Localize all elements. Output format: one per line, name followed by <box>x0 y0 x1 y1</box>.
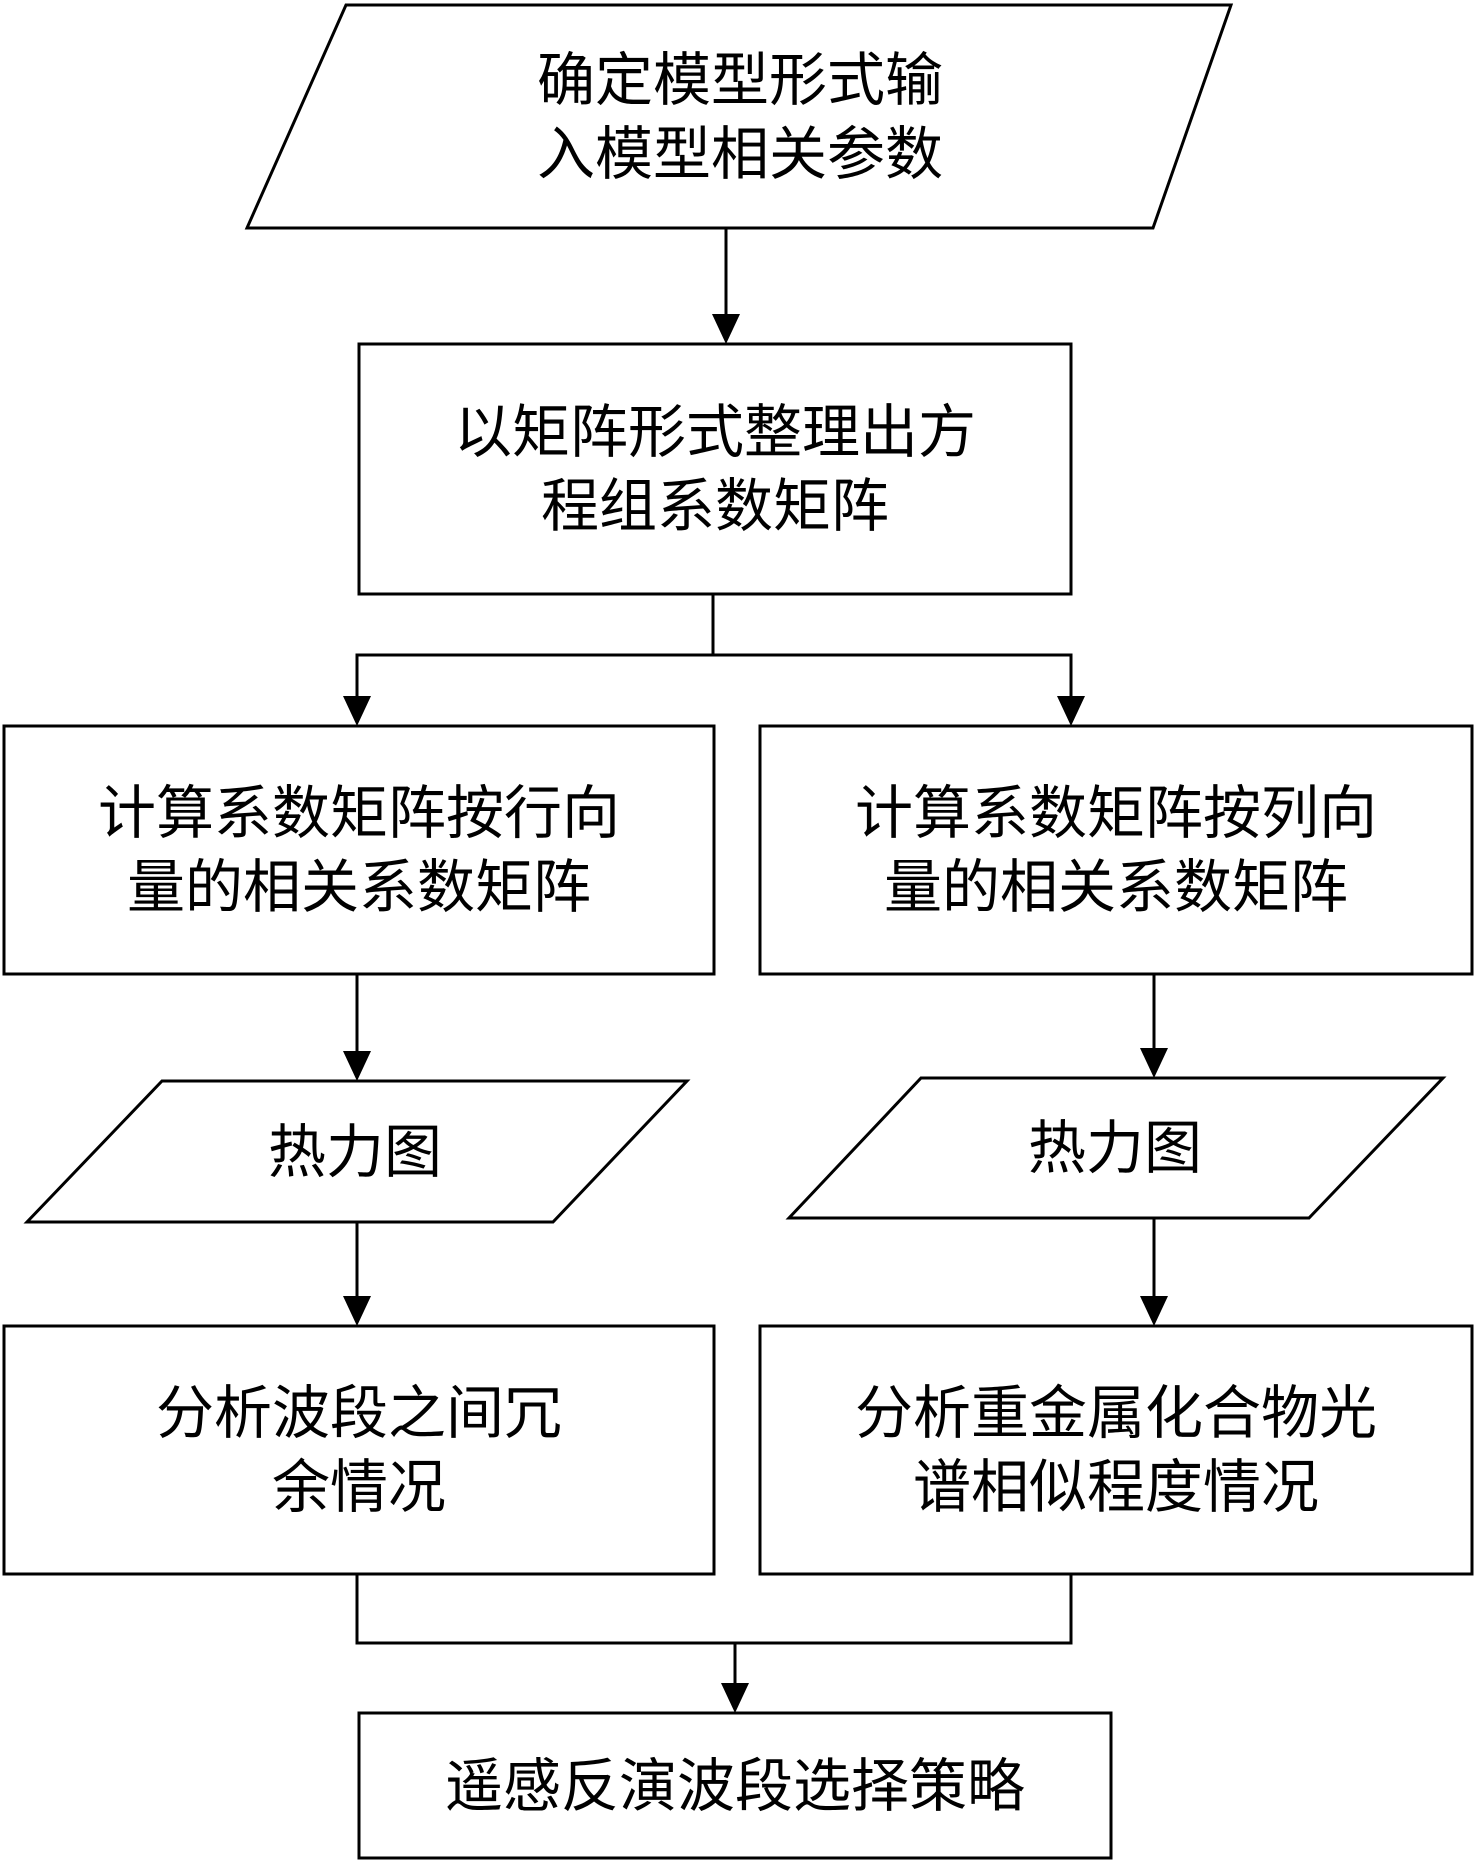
connector-matrix-split <box>355 594 715 698</box>
heatmap-right-parallelogram <box>785 1076 1447 1220</box>
row-corr-process-box <box>2 724 716 976</box>
band-redundancy-line-2: 余情况 <box>271 1453 446 1521</box>
row-corr-label: 计算系数矩阵按行向 量的相关系数矩阵 <box>4 726 714 974</box>
band-redundancy-box <box>2 1324 716 1576</box>
arrowhead-selection <box>721 1683 749 1713</box>
arrowhead-redundancy <box>343 1296 371 1326</box>
heatmap-left-parallelogram <box>23 1079 691 1224</box>
row-corr-line-2: 量的相关系数矩阵 <box>126 853 591 921</box>
input-params-line-2: 入模型相关参数 <box>536 119 943 188</box>
matrix-line-2: 程组系数矩阵 <box>540 472 889 540</box>
spectral-similarity-box <box>758 1324 1474 1576</box>
matrix-process-box <box>357 342 1073 596</box>
spectral-similarity-line-1: 分析重金属化合物光 <box>854 1379 1377 1447</box>
arrowhead-matrix <box>712 314 740 344</box>
heatmap-right-label: 热力图 <box>880 1078 1350 1218</box>
arrowhead-row-corr <box>343 696 371 726</box>
heatmap-left-text: 热力图 <box>267 1117 442 1186</box>
arrowhead-similarity <box>1140 1296 1168 1326</box>
col-corr-line-2: 量的相关系数矩阵 <box>883 853 1348 921</box>
input-params-parallelogram <box>244 3 1234 230</box>
matrix-label: 以矩阵形式整理出方 程组系数矩阵 <box>359 344 1071 594</box>
input-params-label: 确定模型形式输 入模型相关参数 <box>290 5 1190 228</box>
row-corr-line-1: 计算系数矩阵按行向 <box>97 779 620 847</box>
col-corr-process-box <box>758 724 1474 976</box>
band-redundancy-label: 分析波段之间冗 余情况 <box>4 1326 714 1574</box>
connector-merge <box>355 1574 1073 1645</box>
matrix-line-1: 以矩阵形式整理出方 <box>453 398 976 466</box>
input-params-line-1: 确定模型形式输 <box>536 45 943 114</box>
spectral-similarity-line-2: 谱相似程度情况 <box>912 1453 1319 1521</box>
arrowhead-heatmap-left <box>343 1051 371 1081</box>
arrowhead-col-corr <box>1057 696 1085 726</box>
arrowhead-heatmap-right <box>1140 1048 1168 1078</box>
connector-matrix-split-right <box>713 653 1073 698</box>
band-selection-label: 遥感反演波段选择策略 <box>359 1713 1111 1858</box>
col-corr-line-1: 计算系数矩阵按列向 <box>854 779 1377 847</box>
band-redundancy-line-1: 分析波段之间冗 <box>155 1379 562 1447</box>
heatmap-right-text: 热力图 <box>1027 1114 1202 1182</box>
band-selection-text: 遥感反演波段选择策略 <box>444 1751 1025 1820</box>
spectral-similarity-label: 分析重金属化合物光 谱相似程度情况 <box>760 1326 1472 1574</box>
col-corr-label: 计算系数矩阵按列向 量的相关系数矩阵 <box>760 726 1472 974</box>
heatmap-left-label: 热力图 <box>120 1081 590 1222</box>
